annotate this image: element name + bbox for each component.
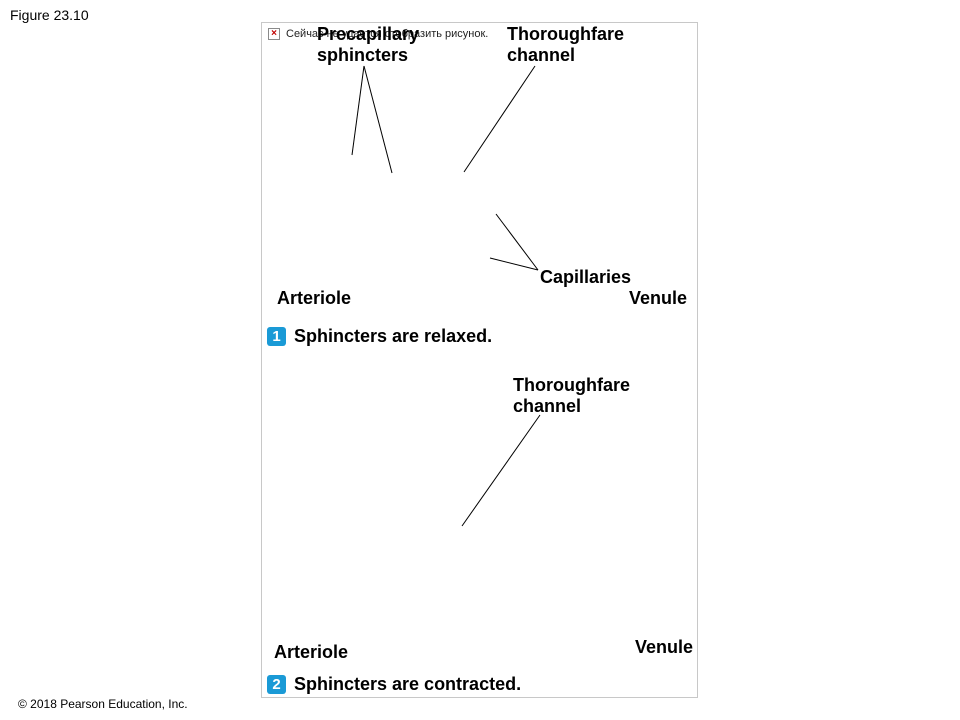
label-thoroughfare-channel-top: Thoroughfare channel bbox=[507, 24, 624, 66]
step-1-text: Sphincters are relaxed. bbox=[294, 326, 493, 346]
figure-panel bbox=[261, 22, 698, 698]
label-precapillary-line1: Precapillary bbox=[317, 24, 420, 44]
step-2: 2 Sphincters are contracted. bbox=[267, 674, 521, 695]
leader-thoroughfare-top bbox=[463, 65, 536, 173]
broken-image-icon: × bbox=[268, 28, 280, 40]
leader-capillaries-upper bbox=[495, 213, 539, 271]
label-thoroughfare-bottom-line1: Thoroughfare bbox=[513, 375, 630, 395]
broken-image-text: Сейчас не удается отобразить рисунок. bbox=[286, 28, 489, 40]
label-thoroughfare-bottom-line2: channel bbox=[513, 396, 582, 416]
broken-image-placeholder: × Сейчас не удается отобразить рисунок. bbox=[268, 28, 488, 40]
label-capillaries: Capillaries bbox=[540, 267, 632, 287]
label-venule-top: Venule bbox=[629, 288, 688, 308]
leader-capillaries-lower bbox=[489, 257, 539, 271]
label-arteriole-bottom: Arteriole bbox=[274, 642, 349, 662]
leader-thoroughfare-bottom bbox=[461, 414, 541, 527]
step-2-text: Sphincters are contracted. bbox=[294, 674, 522, 694]
label-precapillary-sphincters: Precapillary sphincters bbox=[317, 24, 419, 66]
label-thoroughfare-channel-bottom: Thoroughfare channel bbox=[513, 375, 630, 417]
copyright-notice: © 2018 Pearson Education, Inc. bbox=[18, 697, 188, 711]
label-arteriole-top: Arteriole bbox=[277, 288, 352, 308]
leader-precapillary-left bbox=[351, 65, 365, 156]
figure-title: Figure 23.10 bbox=[10, 7, 89, 23]
label-thoroughfare-top-line1: Thoroughfare bbox=[507, 24, 624, 44]
label-thoroughfare-top-line2: channel bbox=[507, 45, 576, 65]
label-venule-bottom: Venule bbox=[635, 637, 694, 657]
label-precapillary-line2: sphincters bbox=[317, 45, 409, 65]
step-1: 1 Sphincters are relaxed. bbox=[267, 326, 492, 347]
leader-precapillary-right bbox=[363, 65, 393, 174]
step-1-badge: 1 bbox=[267, 327, 286, 346]
step-2-badge: 2 bbox=[267, 675, 286, 694]
